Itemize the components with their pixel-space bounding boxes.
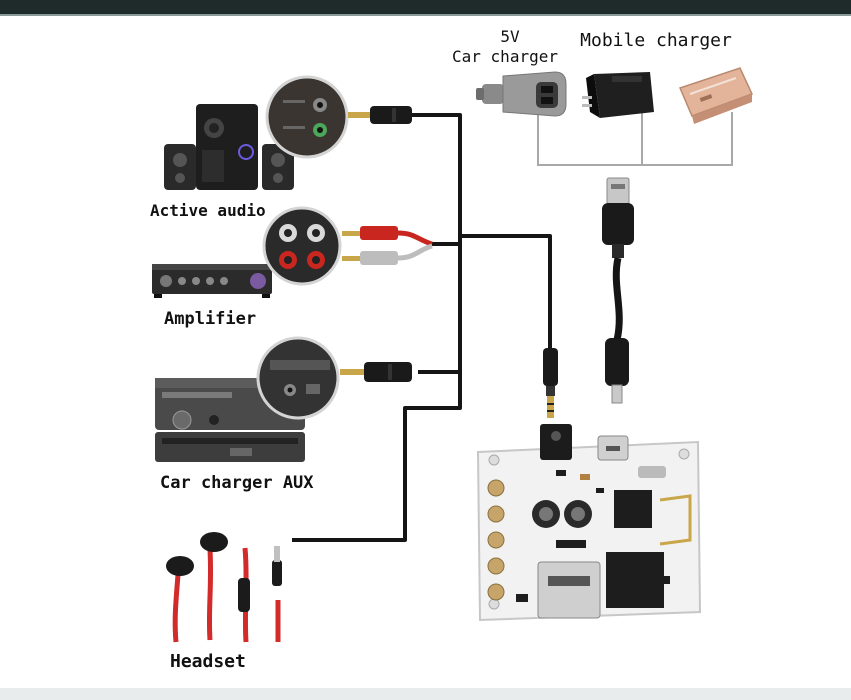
bluetooth-receiver-board <box>476 424 702 622</box>
power-bank-icon <box>678 67 754 124</box>
wall-charger-icon <box>582 72 654 118</box>
window-bottom-bar <box>0 688 851 700</box>
label-car-charger: Car charger <box>452 47 558 66</box>
label-headset: Headset <box>170 651 246 672</box>
label-amplifier: Amplifier <box>164 309 256 329</box>
label-active-audio: Active audio <box>150 201 266 220</box>
label-car-charger-aux: Car charger AUX <box>160 473 314 493</box>
amplifier-icon <box>152 264 272 298</box>
rca-plugs <box>342 226 433 265</box>
usb-cable <box>602 177 634 404</box>
car-aux-jack-inset <box>256 336 340 420</box>
active-speaker-icon <box>164 104 294 190</box>
aux-plug-to-board <box>543 348 558 418</box>
charger-wires <box>537 110 733 166</box>
car-charger-icon <box>476 71 567 117</box>
window-top-bar <box>0 0 851 16</box>
rca-jack-inset <box>262 206 342 286</box>
signal-cables <box>292 113 552 542</box>
car-aux-plug <box>340 362 412 382</box>
headset-icon <box>166 532 282 643</box>
active-audio-plug <box>348 106 412 124</box>
active-audio-jack-inset <box>265 75 349 159</box>
label-5v: 5V <box>500 27 520 46</box>
label-mobile-charger: Mobile charger <box>580 30 732 51</box>
